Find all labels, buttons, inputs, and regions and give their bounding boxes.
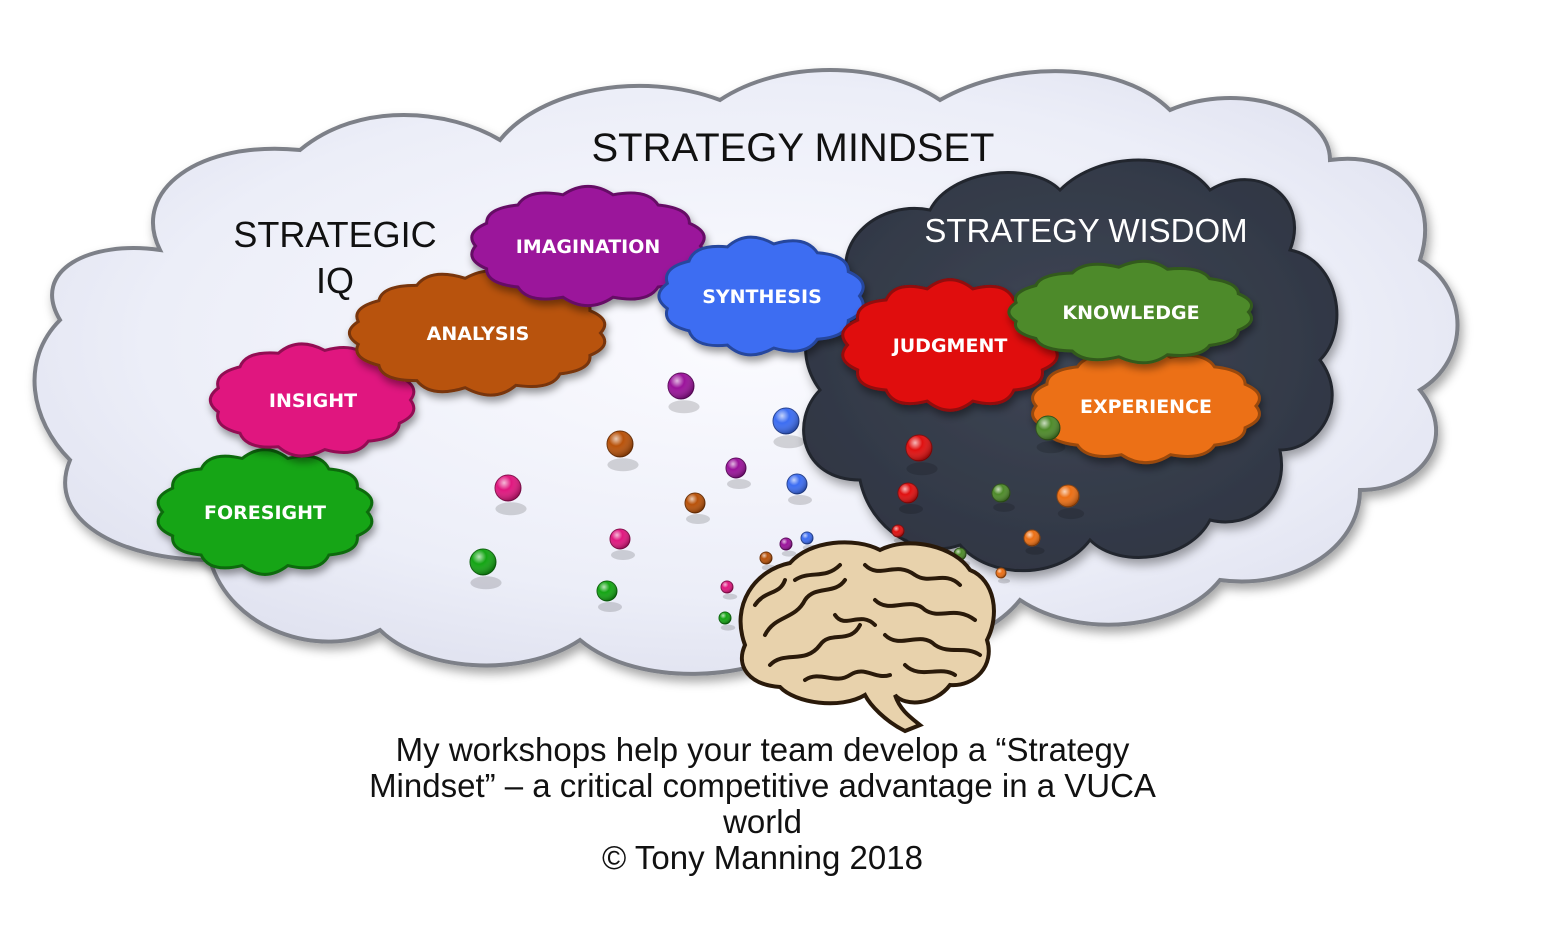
brain-icon bbox=[738, 540, 996, 734]
bubble-judgment-shape bbox=[841, 278, 1059, 412]
ball-judgment-17 bbox=[891, 524, 909, 544]
bubble-insight-label: INSIGHT bbox=[269, 390, 357, 412]
caption-line-3: world bbox=[723, 803, 802, 840]
bubble-imagination: IMAGINATION bbox=[470, 184, 706, 308]
ball-synthesis-1 bbox=[772, 407, 805, 449]
ball-synthesis-4 bbox=[786, 473, 812, 505]
ball-foresight-9 bbox=[596, 580, 622, 612]
bubble-imagination-label: IMAGINATION bbox=[516, 236, 661, 258]
bubble-knowledge-label: KNOWLEDGE bbox=[1062, 302, 1199, 324]
ball-imagination-0 bbox=[667, 372, 700, 414]
ball-foresight-14 bbox=[718, 611, 736, 631]
strategic-iq-line1: STRATEGIC bbox=[233, 214, 436, 255]
ball-experience-22 bbox=[1023, 529, 1045, 555]
bubble-foresight-shape bbox=[156, 448, 374, 576]
bubble-synthesis-shape bbox=[657, 235, 865, 357]
ball-knowledge-19 bbox=[991, 483, 1015, 512]
ball-insight-5 bbox=[494, 474, 527, 516]
ball-analysis-6 bbox=[684, 492, 710, 524]
bubble-foresight: FORESIGHT bbox=[156, 448, 374, 576]
bubble-knowledge: KNOWLEDGE bbox=[1007, 259, 1253, 365]
caption-line-1: My workshops help your team develop a “S… bbox=[395, 731, 1130, 768]
bubble-synthesis: SYNTHESIS bbox=[657, 235, 865, 357]
skill-bubbles: FORESIGHT INSIGHT ANALYSIS IMAGINATION SYNTH… bbox=[156, 184, 1261, 576]
ball-knowledge-18 bbox=[1035, 415, 1066, 454]
ball-imagination-10 bbox=[779, 537, 797, 557]
bubble-experience: EXPERIENCE bbox=[1031, 347, 1261, 465]
bubble-analysis-label: ANALYSIS bbox=[427, 323, 530, 345]
ball-imagination-3 bbox=[725, 457, 751, 489]
bubble-foresight-label: FORESIGHT bbox=[204, 502, 326, 524]
strategy-wisdom-title: STRATEGY WISDOM bbox=[924, 212, 1247, 249]
ball-experience-21 bbox=[1056, 484, 1085, 520]
bubble-experience-shape bbox=[1031, 347, 1261, 465]
bubble-knowledge-shape bbox=[1007, 259, 1253, 365]
caption-line-4: © Tony Manning 2018 bbox=[602, 839, 923, 876]
strategic-iq-line2: IQ bbox=[316, 260, 354, 301]
caption: My workshops help your team develop a “S… bbox=[300, 732, 1225, 876]
ball-foresight-8 bbox=[469, 548, 502, 590]
bubble-experience-label: EXPERIENCE bbox=[1080, 396, 1212, 418]
ball-judgment-15 bbox=[905, 434, 938, 476]
bubble-judgment: JUDGMENT bbox=[841, 278, 1059, 412]
bubble-synthesis-label: SYNTHESIS bbox=[702, 286, 822, 308]
mindset-title: STRATEGY MINDSET bbox=[591, 126, 994, 170]
ball-experience-23 bbox=[995, 567, 1010, 584]
ball-insight-7 bbox=[609, 528, 635, 560]
ball-judgment-16 bbox=[897, 482, 923, 514]
ball-insight-13 bbox=[720, 580, 738, 600]
caption-line-2: Mindset” – a critical competitive advant… bbox=[369, 767, 1156, 804]
ball-analysis-2 bbox=[606, 430, 639, 472]
bubble-imagination-shape bbox=[470, 184, 706, 308]
bubble-judgment-label: JUDGMENT bbox=[891, 335, 1008, 357]
